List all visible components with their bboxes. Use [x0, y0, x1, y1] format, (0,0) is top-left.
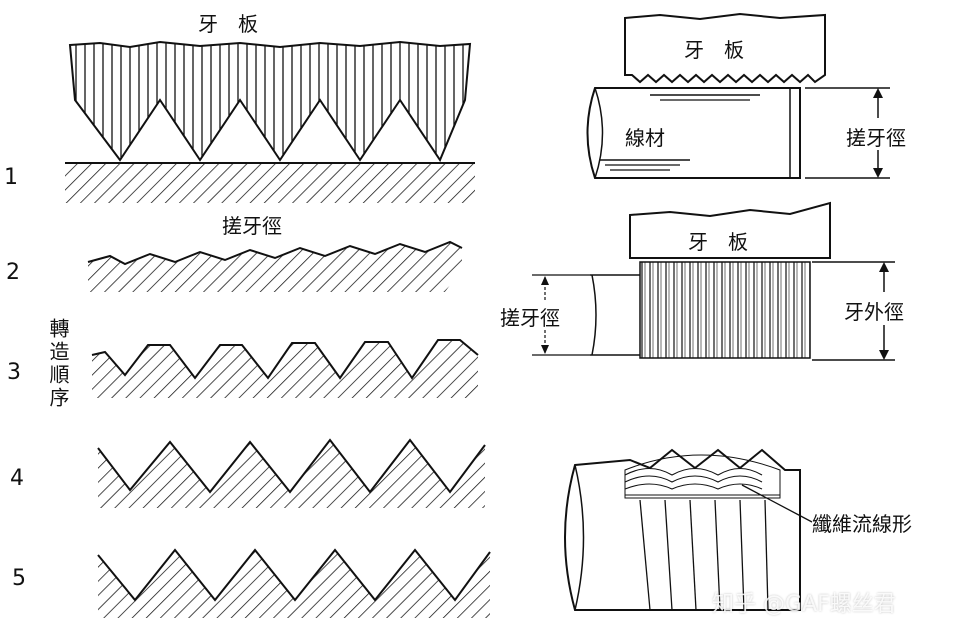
thread-profile-step-2 [88, 242, 462, 292]
rolling-dia-label-top-right: 搓牙徑 [846, 122, 906, 151]
wire-stock [588, 88, 801, 178]
die-label-middle-right: 牙 板 [688, 226, 748, 255]
die-block-left [70, 42, 470, 160]
die-label-top-right: 牙 板 [684, 34, 744, 63]
outer-dia-label: 牙外徑 [844, 296, 904, 325]
blank-section [590, 275, 640, 355]
step-number-1: 1 [4, 165, 18, 190]
rolling-dia-label-middle-right: 搓牙徑 [500, 302, 560, 331]
step-number-5: 5 [12, 566, 26, 591]
rolling-dia-label-left: 搓牙徑 [222, 210, 282, 239]
workpiece-base-1 [65, 163, 475, 203]
die-label-left: 牙 板 [198, 8, 258, 37]
step-number-4: 4 [10, 466, 24, 491]
watermark: 知乎 @GAF螺丝君 [712, 586, 896, 618]
step-number-2: 2 [6, 260, 20, 285]
fiber-flow-label: 纖維流線形 [812, 508, 912, 537]
process-order-label: 轉造順序 [44, 318, 73, 410]
thread-profile-step-5 [98, 550, 490, 618]
thread-profile-step-3 [92, 340, 478, 398]
threaded-section [640, 262, 810, 358]
step-number-3: 3 [7, 360, 21, 385]
wire-label: 線材 [625, 122, 665, 151]
thread-profile-step-4 [98, 440, 485, 508]
